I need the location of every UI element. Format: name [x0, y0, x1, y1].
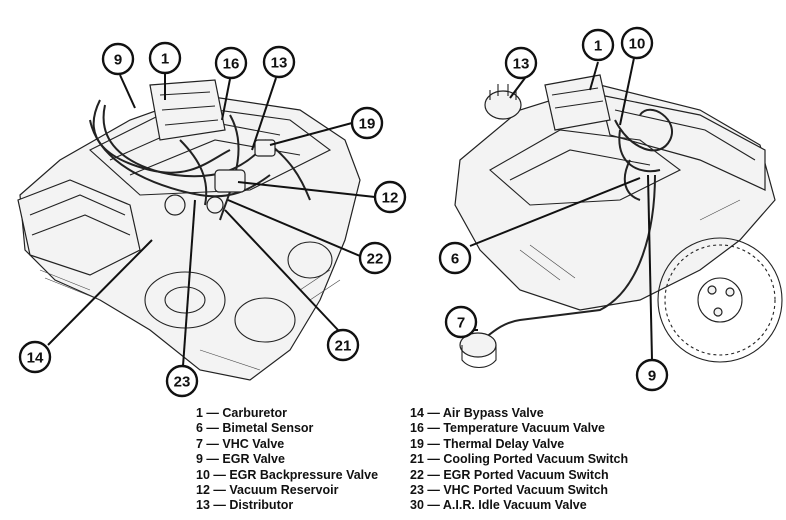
legend-item-vhc-valve: 7 — VHC Valve — [196, 436, 285, 451]
legend-item-bimetal-sensor: 6 — Bimetal Sensor — [196, 421, 314, 436]
legend-item-thermal-delay-valve: 19 — Thermal Delay Valve — [410, 436, 565, 451]
callout-right-13-label: 13 — [513, 56, 530, 73]
callout-left-23: 23 — [165, 364, 199, 398]
callout-right-1-label: 1 — [594, 38, 602, 55]
left-engine-illustration — [17, 79, 361, 381]
legend-item-air-idle-vacuum-valve: 30 — A.I.R. Idle Vacuum Valve — [410, 498, 587, 513]
callout-left-21-label: 21 — [335, 338, 352, 355]
legend-item-distributor: 13 — Distributor — [196, 498, 294, 513]
legend-item-air-bypass-valve: 14 — Air Bypass Valve — [410, 406, 544, 420]
callout-left-23-label: 23 — [174, 374, 191, 391]
legend-item-cooling-ported-vacuum-switch: 21 — Cooling Ported Vacuum Switch — [410, 452, 629, 467]
legend-item-vacuum-reservoir: 12 — Vacuum Reservoir — [196, 483, 339, 498]
callout-right-1: 1 — [581, 28, 615, 62]
left-leader-lines — [47, 74, 376, 367]
callout-left-1: 1 — [148, 41, 182, 75]
callout-left-9: 9 — [101, 42, 135, 76]
callout-right-9-label: 9 — [648, 368, 656, 385]
legend-item-egr-ported-vacuum-switch: 22 — EGR Ported Vacuum Switch — [410, 467, 609, 482]
callout-left-21: 21 — [326, 328, 360, 362]
callout-left-19-label: 19 — [359, 116, 376, 133]
callout-right-7-label: 7 — [457, 315, 465, 332]
callout-left-16-label: 16 — [223, 56, 240, 73]
callout-left-12: 12 — [373, 180, 407, 214]
callout-right-9: 9 — [635, 358, 669, 392]
legend-item-egr-backpressure-valve: 10 — EGR Backpressure Valve — [196, 467, 379, 482]
callout-left-16: 16 — [214, 46, 248, 80]
callout-left-1-label: 1 — [161, 51, 169, 68]
callout-left-14-label: 14 — [27, 350, 44, 367]
legend-item-temperature-vacuum-valve: 16 — Temperature Vacuum Valve — [410, 421, 606, 436]
callout-left-19: 19 — [350, 106, 384, 140]
callout-left-14: 14 — [18, 340, 52, 374]
legend-item-egr-valve: 9 — EGR Valve — [196, 452, 285, 467]
legend-item-vhc-ported-vacuum-switch: 23 — VHC Ported Vacuum Switch — [410, 483, 608, 498]
callout-right-6-label: 6 — [451, 251, 459, 268]
callout-left-22-label: 22 — [367, 251, 384, 268]
callout-left-12-label: 12 — [382, 190, 399, 207]
callout-left-9-label: 9 — [114, 52, 122, 69]
callout-right-10: 10 — [620, 26, 654, 60]
callout-left-13: 13 — [262, 45, 296, 79]
callout-right-6: 6 — [438, 241, 472, 275]
callout-right-13: 13 — [504, 46, 538, 80]
callout-right-10-label: 10 — [629, 36, 646, 53]
engine-vacuum-diagram: 9 1 16 13 19 12 22 21 23 14 13 — [17, 26, 783, 398]
right-engine-illustration — [454, 74, 783, 369]
legend-item-carburetor: 1 — Carburetor — [196, 406, 287, 420]
callout-left-22: 22 — [358, 241, 392, 275]
callout-right-7: 7 — [444, 305, 478, 339]
legend-left-column: 1 — Carburetor 6 — Bimetal Sensor 7 — VH… — [196, 406, 378, 514]
callout-left-13-label: 13 — [271, 55, 288, 72]
legend-right-column: 14 — Air Bypass Valve 16 — Temperature V… — [410, 406, 628, 514]
